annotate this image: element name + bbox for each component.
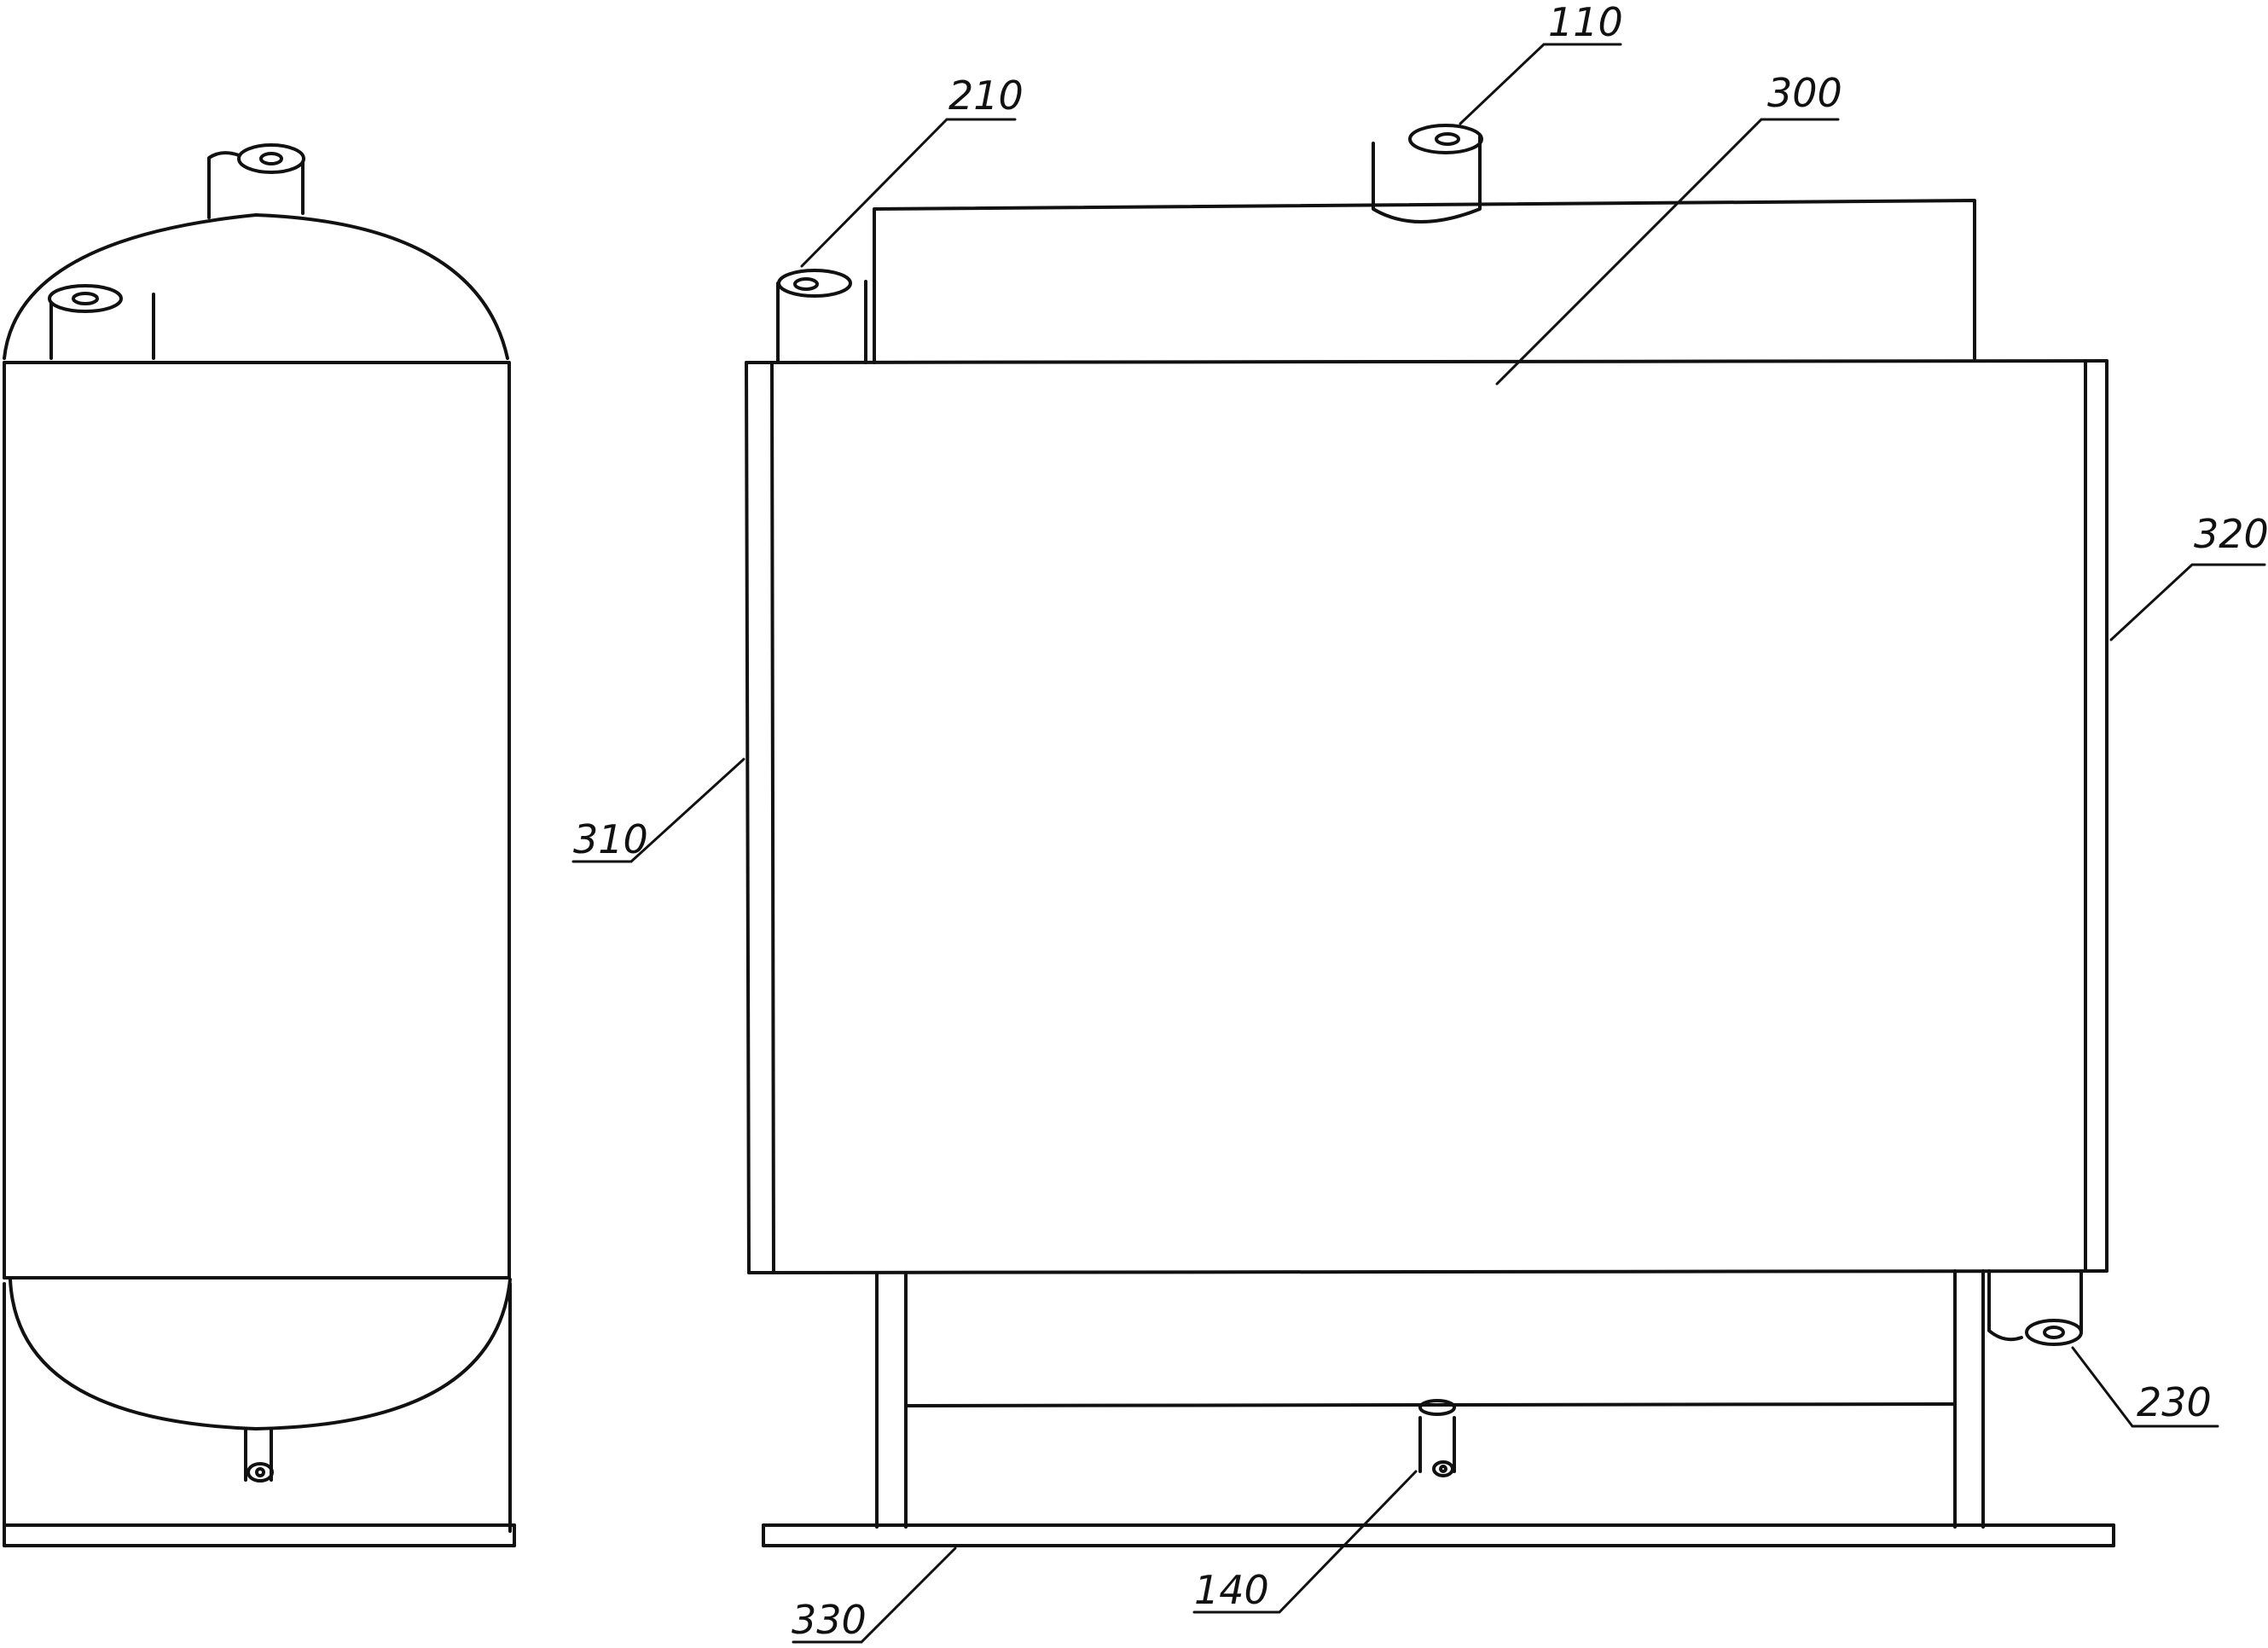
label-310: 310 <box>573 816 648 862</box>
label-320: 320 <box>2194 511 2268 557</box>
label-300: 300 <box>1767 70 1842 116</box>
label-140: 140 <box>1194 1567 1269 1613</box>
label-110: 110 <box>1548 0 1623 45</box>
label-210: 210 <box>948 73 1024 119</box>
leader-lines <box>571 43 2266 1644</box>
label-230: 230 <box>2137 1379 2212 1425</box>
side-view-vessel <box>3 143 516 1547</box>
label-330: 330 <box>792 1597 867 1643</box>
reference-numerals: 110 210 300 320 310 230 140 330 <box>573 0 2268 1643</box>
front-view-vessel <box>745 124 2115 1547</box>
